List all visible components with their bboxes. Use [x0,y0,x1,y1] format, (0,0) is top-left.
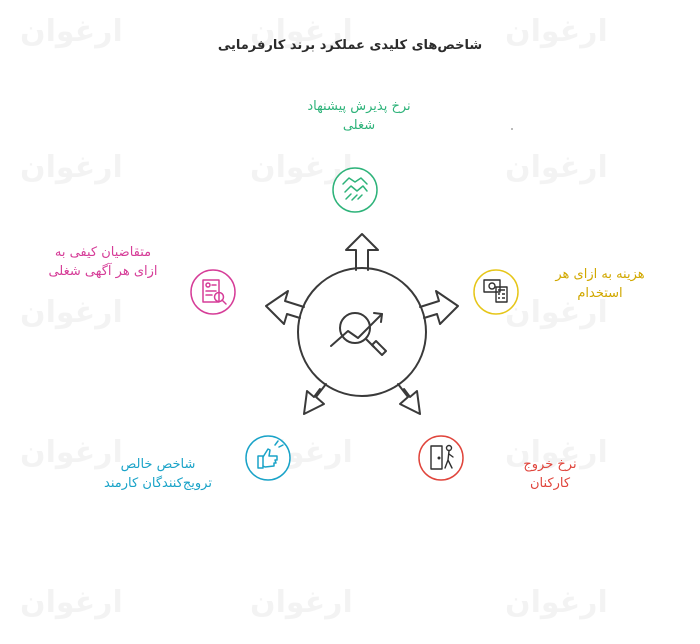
watermark: ارغوان [250,14,353,49]
watermark: ارغوان [505,14,608,49]
label-line: استخدام [577,286,623,301]
indicator-label-enps: شاخص خالص ترویج‌کنندگان کارمند [88,455,228,493]
resume-search-icon [202,279,227,305]
handshake-icon [342,177,368,201]
indicator-icon-exit [418,435,464,481]
watermark: ارغوان [20,435,123,470]
watermark: ارغوان [505,150,608,185]
stray-dot [511,128,513,130]
indicator-icon-cost [473,269,519,315]
watermark: ارغوان [20,150,123,185]
label-line: کارکنان [529,476,571,491]
arrow-upper-left [265,290,305,325]
watermark: ارغوان [505,435,608,470]
label-line: هزینه به ازای هر [555,267,645,282]
watermark: ارغوان [20,14,123,49]
money-calculator-icon [483,279,508,303]
indicator-icon-promoter [245,435,291,481]
hub [265,233,459,415]
label-line: ترویج‌کنندگان کارمند [104,476,212,491]
label-line: شغلی [342,118,376,133]
arrow-upper-right [419,290,459,325]
arrow-lower-right [397,383,421,415]
person-exit-door-icon [430,444,454,470]
indicator-label-offer-acceptance: نرخ پذیرش پیشنهاد شغلی [279,97,439,135]
label-line: نرخ خروج [523,457,577,472]
thumbs-up-hand-icon [257,440,284,469]
label-line: نرخ پذیرش پیشنهاد [307,99,411,114]
label-line: شاخص خالص [120,457,196,472]
arrow-up [345,233,379,271]
label-line: متقاضیان کیفی به [54,245,152,260]
watermark: ارغوان [505,295,608,330]
indicator-icon-applicants [190,269,236,315]
chart-magnifier-icon [330,312,387,356]
watermark: ارغوان [250,585,353,620]
indicator-label-quality-applicants: متقاضیان کیفی به ازای هر آگهی شغلی [28,243,178,281]
indicator-label-cost-per-hire: هزینه به ازای هر استخدام [520,265,680,303]
label-line: ازای هر آگهی شغلی [48,264,158,279]
indicator-label-turnover: نرخ خروج کارکنان [470,455,630,493]
watermark: ارغوان [20,585,123,620]
diagram-title: شاخص‌های کلیدی عملکرد برند کارفرمایی [217,38,483,53]
indicator-icon-handshake [332,167,378,213]
watermark: ارغوان [20,295,123,330]
arrow-lower-left [303,383,327,415]
watermark: ارغوان [505,585,608,620]
